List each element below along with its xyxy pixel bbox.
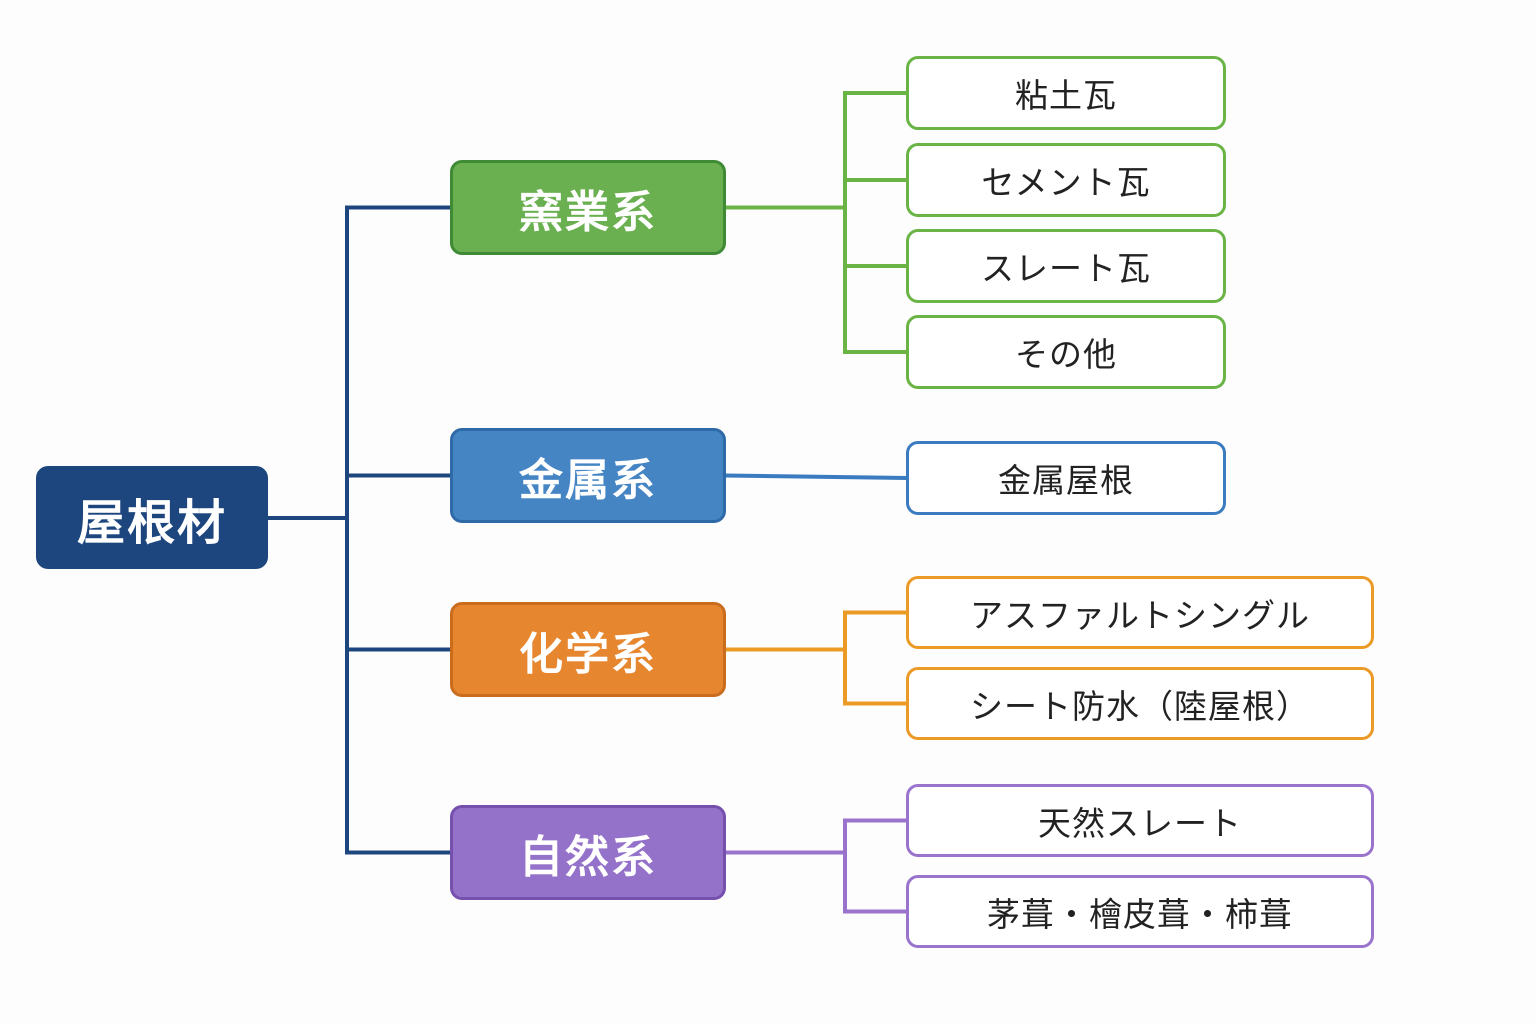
leaf-cement-tile: セメント瓦	[906, 143, 1226, 217]
category-natural: 自然系	[450, 805, 726, 900]
leaf-other: その他	[906, 315, 1226, 389]
leaf-natural-slate: 天然スレート	[906, 784, 1374, 857]
leaf-slate-tile: スレート瓦	[906, 229, 1226, 303]
leaf-sheet-waterproofing: シート防水（陸屋根）	[906, 667, 1374, 740]
leaf-thatch-bark-shingle: 茅葺・檜皮葺・柿葺	[906, 875, 1374, 948]
leaf-asphalt-shingle: アスファルトシングル	[906, 576, 1374, 649]
category-ceramic: 窯業系	[450, 160, 726, 255]
root-node-roofing-material: 屋根材	[36, 466, 268, 569]
category-chemical: 化学系	[450, 602, 726, 697]
category-metal: 金属系	[450, 428, 726, 523]
leaf-metal-roof: 金属屋根	[906, 441, 1226, 515]
leaf-clay-tile: 粘土瓦	[906, 56, 1226, 130]
leaf-connector	[723, 473, 909, 481]
